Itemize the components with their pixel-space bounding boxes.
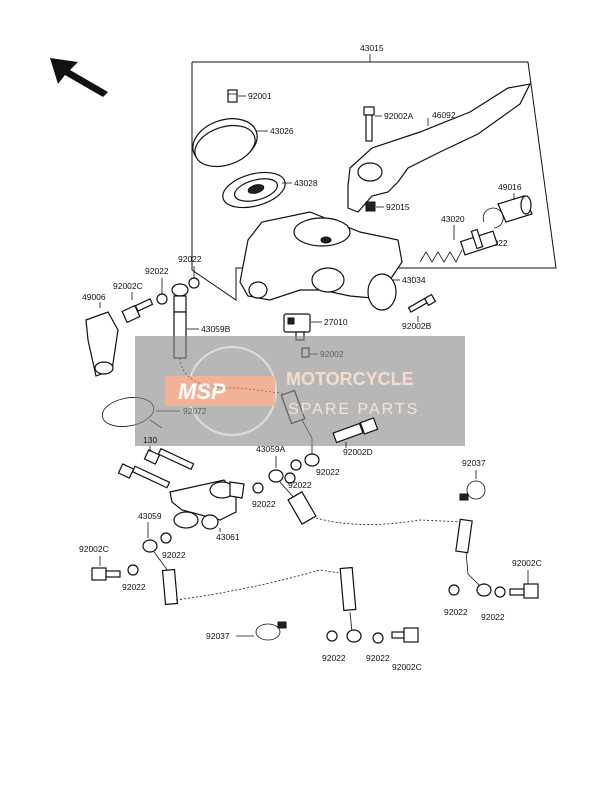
washer xyxy=(156,293,168,305)
part-label-43028: 43028 xyxy=(294,178,318,188)
watermark-title: MOTORCYCLE xyxy=(286,369,414,389)
part-label-92022-k: 92022 xyxy=(366,653,390,663)
piston-kit xyxy=(419,228,499,263)
part-label-92015: 92015 xyxy=(386,202,410,212)
part-label-43015: 43015 xyxy=(360,43,384,53)
part-label-92037-a: 92037 xyxy=(462,458,486,468)
watermark: MSP MOTORCYCLE SPARE PARTS xyxy=(135,336,465,446)
banjo-bolt-mid xyxy=(332,417,379,444)
part-label-43061: 43061 xyxy=(216,532,240,542)
part-label-92022-f: 92022 xyxy=(162,550,186,560)
banjo-bolt-lower-right xyxy=(509,583,539,599)
circlip xyxy=(482,207,504,229)
lever-nut xyxy=(365,201,376,212)
brake-hose-left xyxy=(142,539,362,643)
reservoir-diaphragm xyxy=(222,171,286,209)
bleeder-cover xyxy=(85,311,119,377)
banjo-bolt xyxy=(121,298,154,324)
part-label-92002A: 92002A xyxy=(384,111,414,121)
part-label-92022-g: 92022 xyxy=(122,582,146,592)
brake-lever xyxy=(347,83,532,213)
hose-clamp xyxy=(459,480,486,501)
part-label-92002C-d: 92002C xyxy=(392,662,422,672)
part-label-49016: 49016 xyxy=(498,182,522,192)
part-label-92022-a: 92022 xyxy=(178,254,202,264)
part-label-92022-h: 92022 xyxy=(444,607,468,617)
part-label-92002C-a: 92002C xyxy=(113,281,143,291)
part-label-92002C-b: 92002C xyxy=(79,544,109,554)
watermark-subtitle: SPARE PARTS xyxy=(288,401,419,418)
banjo-bolt-bottom xyxy=(391,627,419,643)
assembly-frame xyxy=(191,61,557,301)
mount-bolt-130 xyxy=(143,447,195,471)
part-label-43059: 43059 xyxy=(138,511,162,521)
washer xyxy=(448,584,460,596)
part-label-92001: 92001 xyxy=(248,91,272,101)
bracket-43061 xyxy=(117,463,245,530)
washer xyxy=(372,632,384,644)
washer xyxy=(494,586,506,598)
master-cylinder-body xyxy=(239,211,403,311)
part-label-43026: 43026 xyxy=(270,126,294,136)
clamp-bolt xyxy=(407,293,437,313)
part-label-92022-i: 92022 xyxy=(481,612,505,622)
part-label-92022-c: 92022 xyxy=(316,467,340,477)
hose-clamp-lower xyxy=(255,621,287,641)
washer xyxy=(290,459,302,471)
washer xyxy=(160,532,172,544)
direction-arrow-icon xyxy=(50,58,108,97)
reservoir-screw xyxy=(227,89,238,103)
washer xyxy=(284,472,296,484)
part-label-92022-j: 92022 xyxy=(322,653,346,663)
part-label-130: 130 xyxy=(143,435,157,445)
part-label-27010: 27010 xyxy=(324,317,348,327)
pivot-bolt xyxy=(363,106,375,142)
part-label-49006: 49006 xyxy=(82,292,106,302)
part-label-43020: 43020 xyxy=(441,214,465,224)
part-label-92002B: 92002B xyxy=(402,321,432,331)
banjo-bolt-lower-left xyxy=(91,567,121,581)
part-label-92022-d: 92022 xyxy=(288,480,312,490)
part-label-92002D: 92002D xyxy=(343,447,373,457)
watermark-logo: MSP xyxy=(178,379,226,404)
part-label-92022-b: 92022 xyxy=(145,266,169,276)
part-label-43034: 43034 xyxy=(402,275,426,285)
washer xyxy=(326,630,338,642)
part-label-43059A: 43059A xyxy=(256,444,286,454)
washer xyxy=(127,564,139,576)
part-label-46092: 46092 xyxy=(432,110,456,120)
part-label-92002C-c: 92002C xyxy=(512,558,542,568)
part-label-92037-b: 92037 xyxy=(206,631,230,641)
part-label-92022-e: 92022 xyxy=(252,499,276,509)
part-label-43059B: 43059B xyxy=(201,324,231,334)
washer xyxy=(252,482,264,494)
brake-hose-lower xyxy=(268,469,492,597)
washer xyxy=(188,277,200,289)
reservoir-cap xyxy=(192,118,258,168)
